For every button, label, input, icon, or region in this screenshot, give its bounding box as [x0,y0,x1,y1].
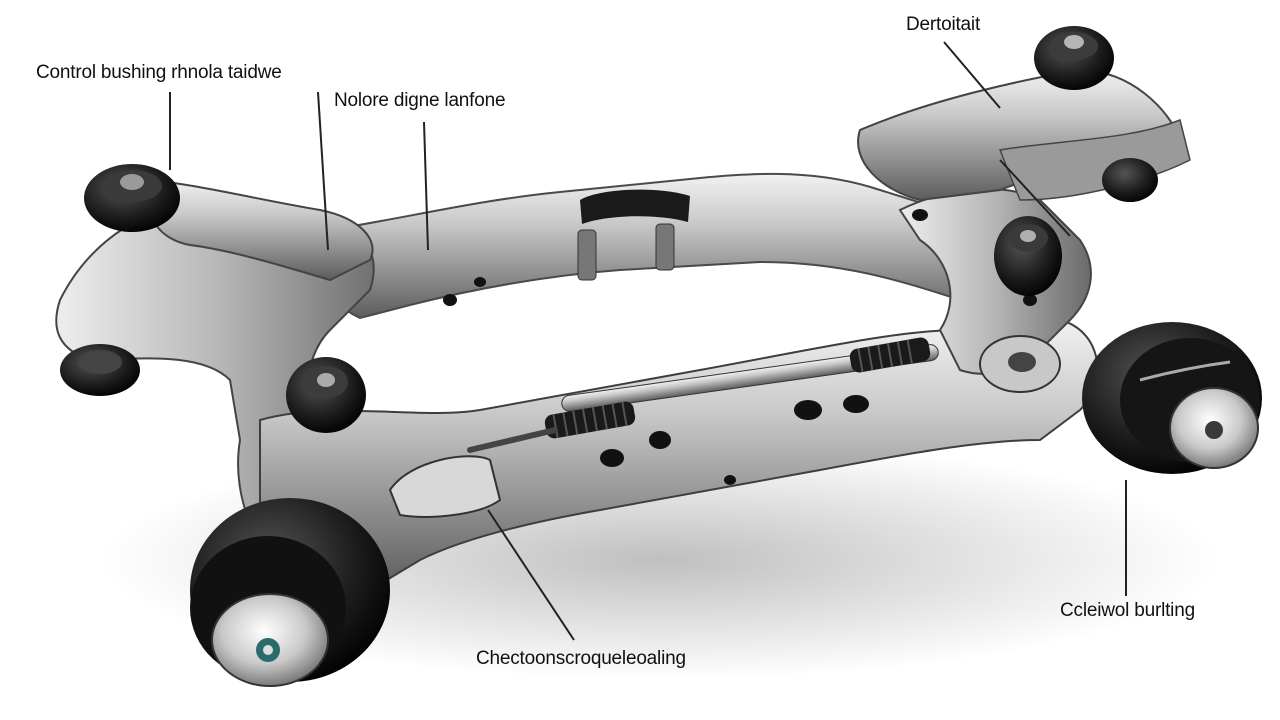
bracket-right [655,223,675,271]
bushing-top-left [84,164,180,232]
hub-assembly-left [190,498,390,687]
label-bottom-center: Chectoonscroqueleoaling [476,648,686,669]
front-lower-beam [259,318,1099,592]
front-mount-bracket [388,455,502,518]
bushing-mid-left [286,357,366,433]
left-upper-arm [146,178,374,282]
right-mount-bolt [1008,352,1036,372]
label-bottom-right: Ccleiwol burlting [1060,600,1195,621]
hub-assembly-right [1082,322,1262,474]
leader-lines [169,41,1127,641]
bushing-left-lower [60,344,140,396]
bushing-top-right [1034,26,1114,90]
leader-top-right-2 [999,159,1071,237]
leader-top-center [423,121,429,251]
tie-rod-left [467,427,558,453]
label-top-left: Control bushing rhnola taidwe [36,62,282,83]
leader-bottom-center [487,509,575,641]
leader-top-left-2 [317,91,329,251]
leader-top-right [943,41,1001,109]
steering-rack-boot-left [544,401,636,439]
steering-rack-boot-right [849,337,931,373]
bushing-mid-right [994,216,1062,296]
right-rear-arm [998,118,1191,201]
label-top-right: Dertoitait [906,14,981,35]
beam-holes [443,209,1037,485]
bushing-right-rear [1102,158,1158,202]
steering-rack-tube [561,344,939,412]
crossmember-cutout [580,189,690,224]
label-top-center: Nolore digne lanfone [334,90,506,111]
bracket-left [577,229,597,281]
